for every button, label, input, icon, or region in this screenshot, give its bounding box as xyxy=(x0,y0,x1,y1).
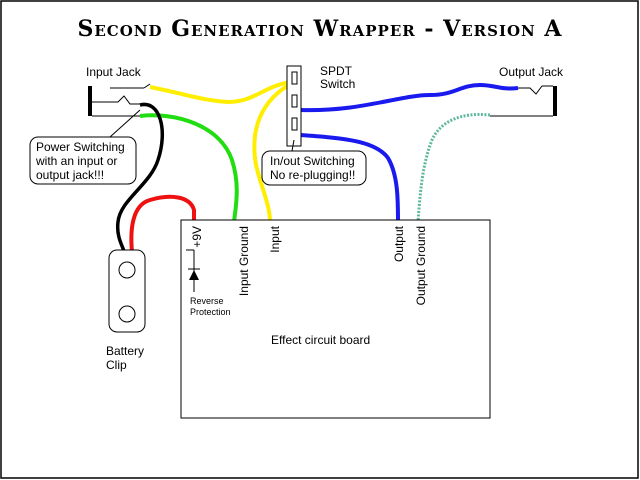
spdt-label-line1: SPDT xyxy=(320,64,353,78)
reverse-label-line2: Protection xyxy=(190,307,231,317)
inout-callout-line1: In/out Switching xyxy=(270,154,355,168)
pin-9v-label: +9V xyxy=(190,226,204,248)
battery-clip-icon xyxy=(108,249,146,333)
reverse-label-line1: Reverse xyxy=(190,296,224,306)
battery-label-line1: Battery xyxy=(106,344,144,358)
board-label: Effect circuit board xyxy=(271,333,370,347)
inout-switching-callout: In/out Switching No re-plugging!! xyxy=(261,139,367,186)
spdt-switch-icon xyxy=(286,65,302,147)
output-jack-label: Output Jack xyxy=(499,65,564,79)
red-wire-9v xyxy=(129,194,196,253)
pin-input-ground-label: Input Ground xyxy=(237,226,251,296)
spdt-label-line2: Switch xyxy=(320,77,355,91)
power-callout-line3: output jack!!! xyxy=(36,168,104,182)
diode-icon xyxy=(186,249,200,292)
input-jack-icon xyxy=(88,83,151,117)
output-jack-icon xyxy=(490,85,557,117)
yellow-wire-switch-to-input xyxy=(252,80,295,223)
pin-output-label: Output xyxy=(392,225,406,262)
blue-wire-switch-to-output-jack xyxy=(299,82,519,113)
power-switching-callout: Power Switching with an input or output … xyxy=(29,109,141,185)
inout-callout-line2: No re-plugging!! xyxy=(270,168,355,182)
teal-wire-output-ground xyxy=(416,112,491,223)
power-callout-line1: Power Switching xyxy=(36,140,125,154)
blue-wire-switch-to-board-output xyxy=(299,133,400,223)
input-jack-label: Input Jack xyxy=(86,65,142,79)
black-wire-power-switching xyxy=(115,102,165,253)
battery-label-line2: Clip xyxy=(106,358,127,372)
pin-input-label: Input xyxy=(268,225,282,252)
pin-output-ground-label: Output Ground xyxy=(414,226,428,305)
green-wire-input-ground xyxy=(139,113,239,223)
diagram-title: Second Generation Wrapper - Version A xyxy=(77,16,562,42)
power-callout-line2: with an input or xyxy=(35,154,117,168)
effect-board xyxy=(180,219,491,419)
yellow-wire-jack-to-switch xyxy=(149,80,293,105)
